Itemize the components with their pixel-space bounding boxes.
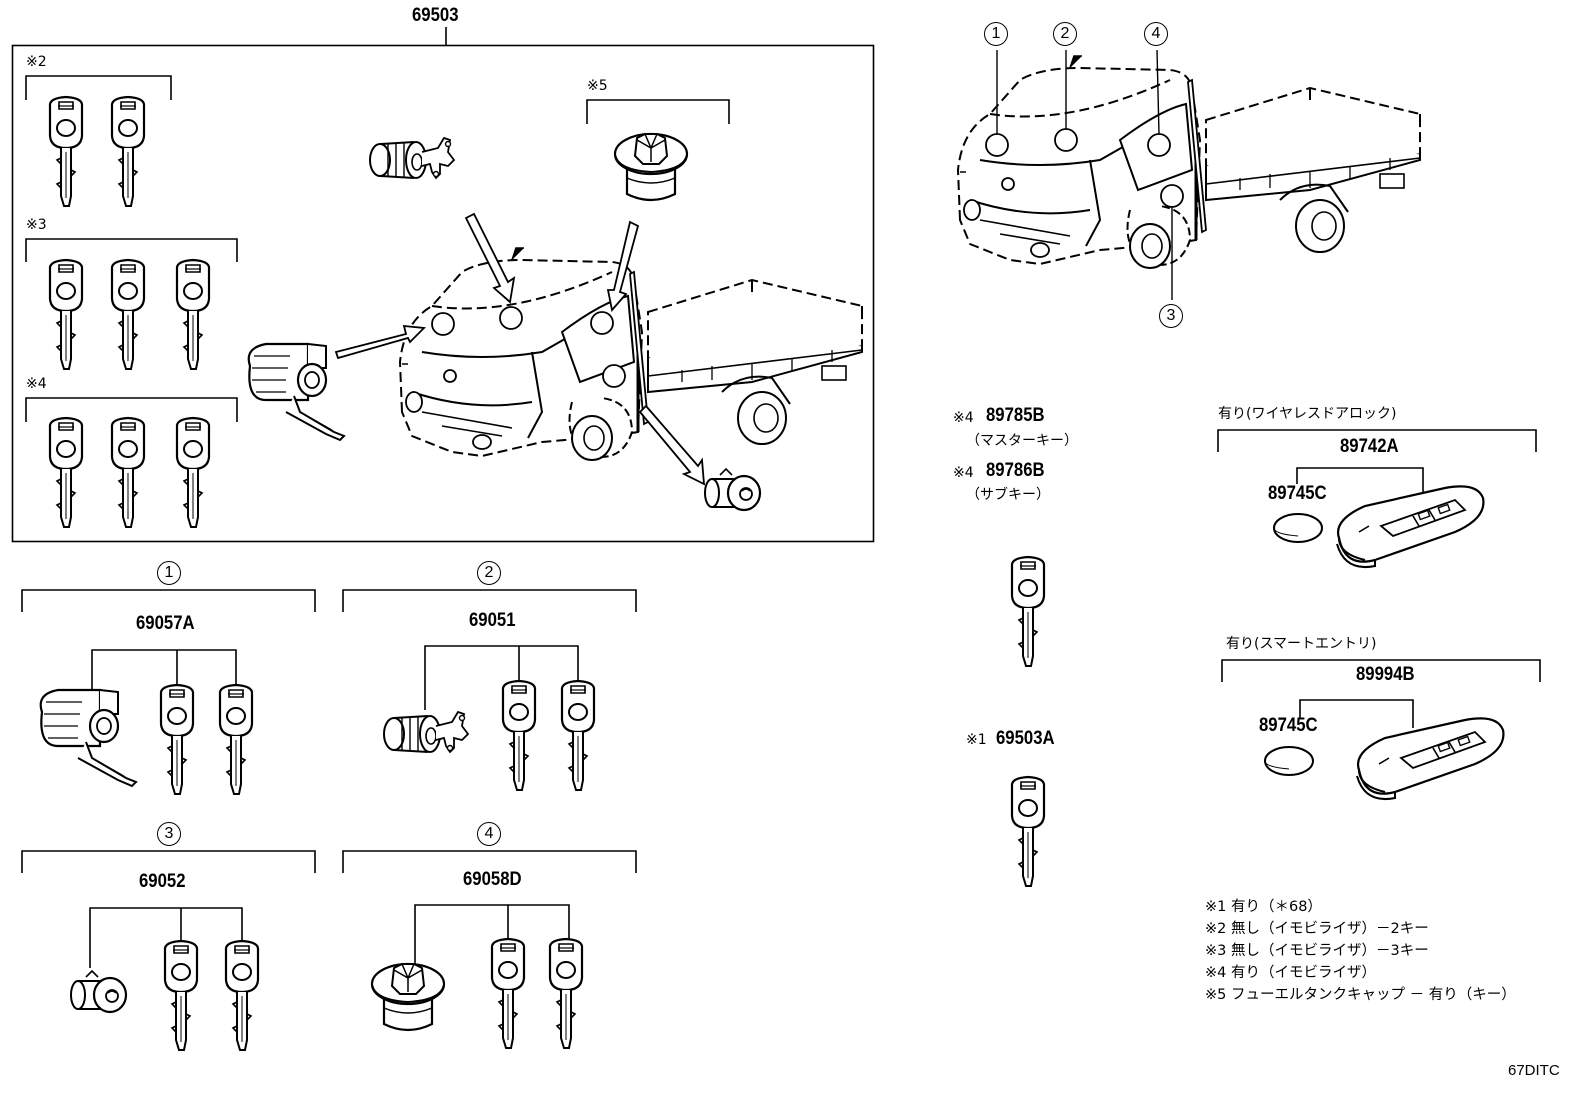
note-row-4: ※4 有り（イモビライザ）: [1205, 966, 1376, 981]
part-number-89745C-wireless: 89745C: [1268, 483, 1327, 504]
group-mark-4: ※4: [26, 376, 47, 392]
truck-callout-2: 2: [1053, 22, 1077, 46]
part-number-89745C-smart: 89745C: [1259, 715, 1318, 736]
leader-89742A: [1296, 467, 1424, 494]
label-sub-key: （サブキー）: [966, 487, 1050, 503]
subset-3-parts: [69, 939, 260, 1052]
subset-1-parts: [39, 683, 254, 796]
leader-69051: [424, 645, 579, 710]
wireless-remote-fob: [1335, 485, 1485, 569]
truck-illustration-assembly: [398, 246, 864, 462]
truck-callout-3: 3: [1159, 304, 1183, 328]
key-89786B: [1010, 555, 1046, 668]
battery-89745C-smart: [1264, 746, 1314, 776]
note-text-2: 無し（イモビライザ）－2キー: [1230, 921, 1429, 937]
key-group-4: [48, 416, 211, 529]
bracket-subset-3: [21, 850, 316, 873]
bracket-group-5: [586, 99, 730, 124]
part-number-69052: 69052: [139, 871, 186, 892]
bracket-group-2: [25, 75, 172, 100]
note-text-3: 無し（イモビライザ）－3キー: [1230, 943, 1429, 959]
part-number-69058D: 69058D: [463, 869, 522, 890]
note-mark-2: ※2: [1205, 921, 1227, 937]
assembly-arrows: [334, 212, 706, 486]
note-row-3: ※3 無し（イモビライザ）－3キー: [1205, 944, 1429, 959]
key-mark-89785B: ※4: [953, 410, 974, 426]
callout-circle-2: 2: [477, 561, 501, 585]
note-mark-4: ※4: [1205, 965, 1227, 981]
subset-2-parts: [383, 679, 596, 792]
bracket-subset-4: [342, 850, 637, 873]
part-number-89786B: 89786B: [986, 460, 1045, 481]
key-group-3: [48, 258, 211, 371]
subset-4-parts: [370, 937, 584, 1050]
leader-69058D: [414, 904, 570, 965]
smart-entry-fob: [1355, 717, 1505, 801]
key-69503A: [1010, 775, 1046, 888]
note-mark-3: ※3: [1205, 943, 1227, 959]
battery-89745C-wireless: [1273, 513, 1323, 543]
part-number-69051: 69051: [469, 610, 516, 631]
part-number-69503: 69503: [412, 5, 459, 26]
callout-circle-4: 4: [477, 822, 501, 846]
leader-69057A: [91, 649, 237, 700]
assembly-box: [11, 44, 875, 543]
note-text-1: 有り（＊68）: [1230, 899, 1322, 915]
note-row-2: ※2 無し（イモビライザ）－2キー: [1205, 922, 1429, 937]
bracket-group-3: [25, 238, 238, 262]
note-mark-5: ※5: [1205, 987, 1227, 1003]
heading-smart-entry: 有り(スマートエントリ): [1226, 636, 1377, 652]
ignition-cylinder-assembly: [247, 342, 346, 442]
bracket-89742A: [1217, 429, 1537, 452]
glove-box-cylinder-assembly: [703, 467, 762, 512]
truck-callout-4: 4: [1144, 22, 1168, 46]
part-number-89742A: 89742A: [1340, 436, 1399, 457]
truck-callout-1: 1: [984, 22, 1008, 46]
part-number-89785B: 89785B: [986, 405, 1045, 426]
bracket-subset-1: [21, 589, 316, 612]
bracket-subset-2: [342, 589, 637, 612]
leader-69052: [89, 907, 243, 968]
fuel-cap-assembly: [613, 132, 689, 202]
bracket-89994B: [1221, 659, 1541, 682]
part-number-69503A: 69503A: [996, 728, 1055, 749]
heading-wireless-door-lock: 有り(ワイヤレスドアロック): [1218, 406, 1397, 422]
key-mark-89786B: ※4: [953, 465, 974, 481]
group-mark-5: ※5: [587, 78, 608, 94]
bracket-group-4: [25, 397, 238, 422]
callout-circle-1: 1: [157, 561, 181, 585]
door-lock-cylinder-assembly: [369, 137, 455, 179]
key-group-2: [48, 95, 146, 208]
key-mark-69503A: ※1: [966, 732, 987, 748]
leader-89994B: [1299, 699, 1414, 728]
note-text-4: 有り（イモビライザ）: [1230, 965, 1376, 981]
part-number-69057A: 69057A: [136, 613, 195, 634]
truck-illustration-locations: [956, 49, 1422, 300]
label-master-key: （マスターキー）: [966, 433, 1078, 449]
note-mark-1: ※1: [1205, 899, 1227, 915]
group-mark-3: ※3: [26, 217, 47, 233]
group-mark-2: ※2: [26, 54, 47, 70]
note-text-5: フューエルタンクキャップ － 有り（キー）: [1230, 987, 1516, 1003]
diagram-code: 67DITC: [1508, 1062, 1560, 1079]
note-row-1: ※1 有り（＊68）: [1205, 900, 1322, 915]
callout-circle-3: 3: [157, 822, 181, 846]
part-number-89994B: 89994B: [1356, 664, 1415, 685]
note-row-5: ※5 フューエルタンクキャップ － 有り（キー）: [1205, 988, 1516, 1003]
